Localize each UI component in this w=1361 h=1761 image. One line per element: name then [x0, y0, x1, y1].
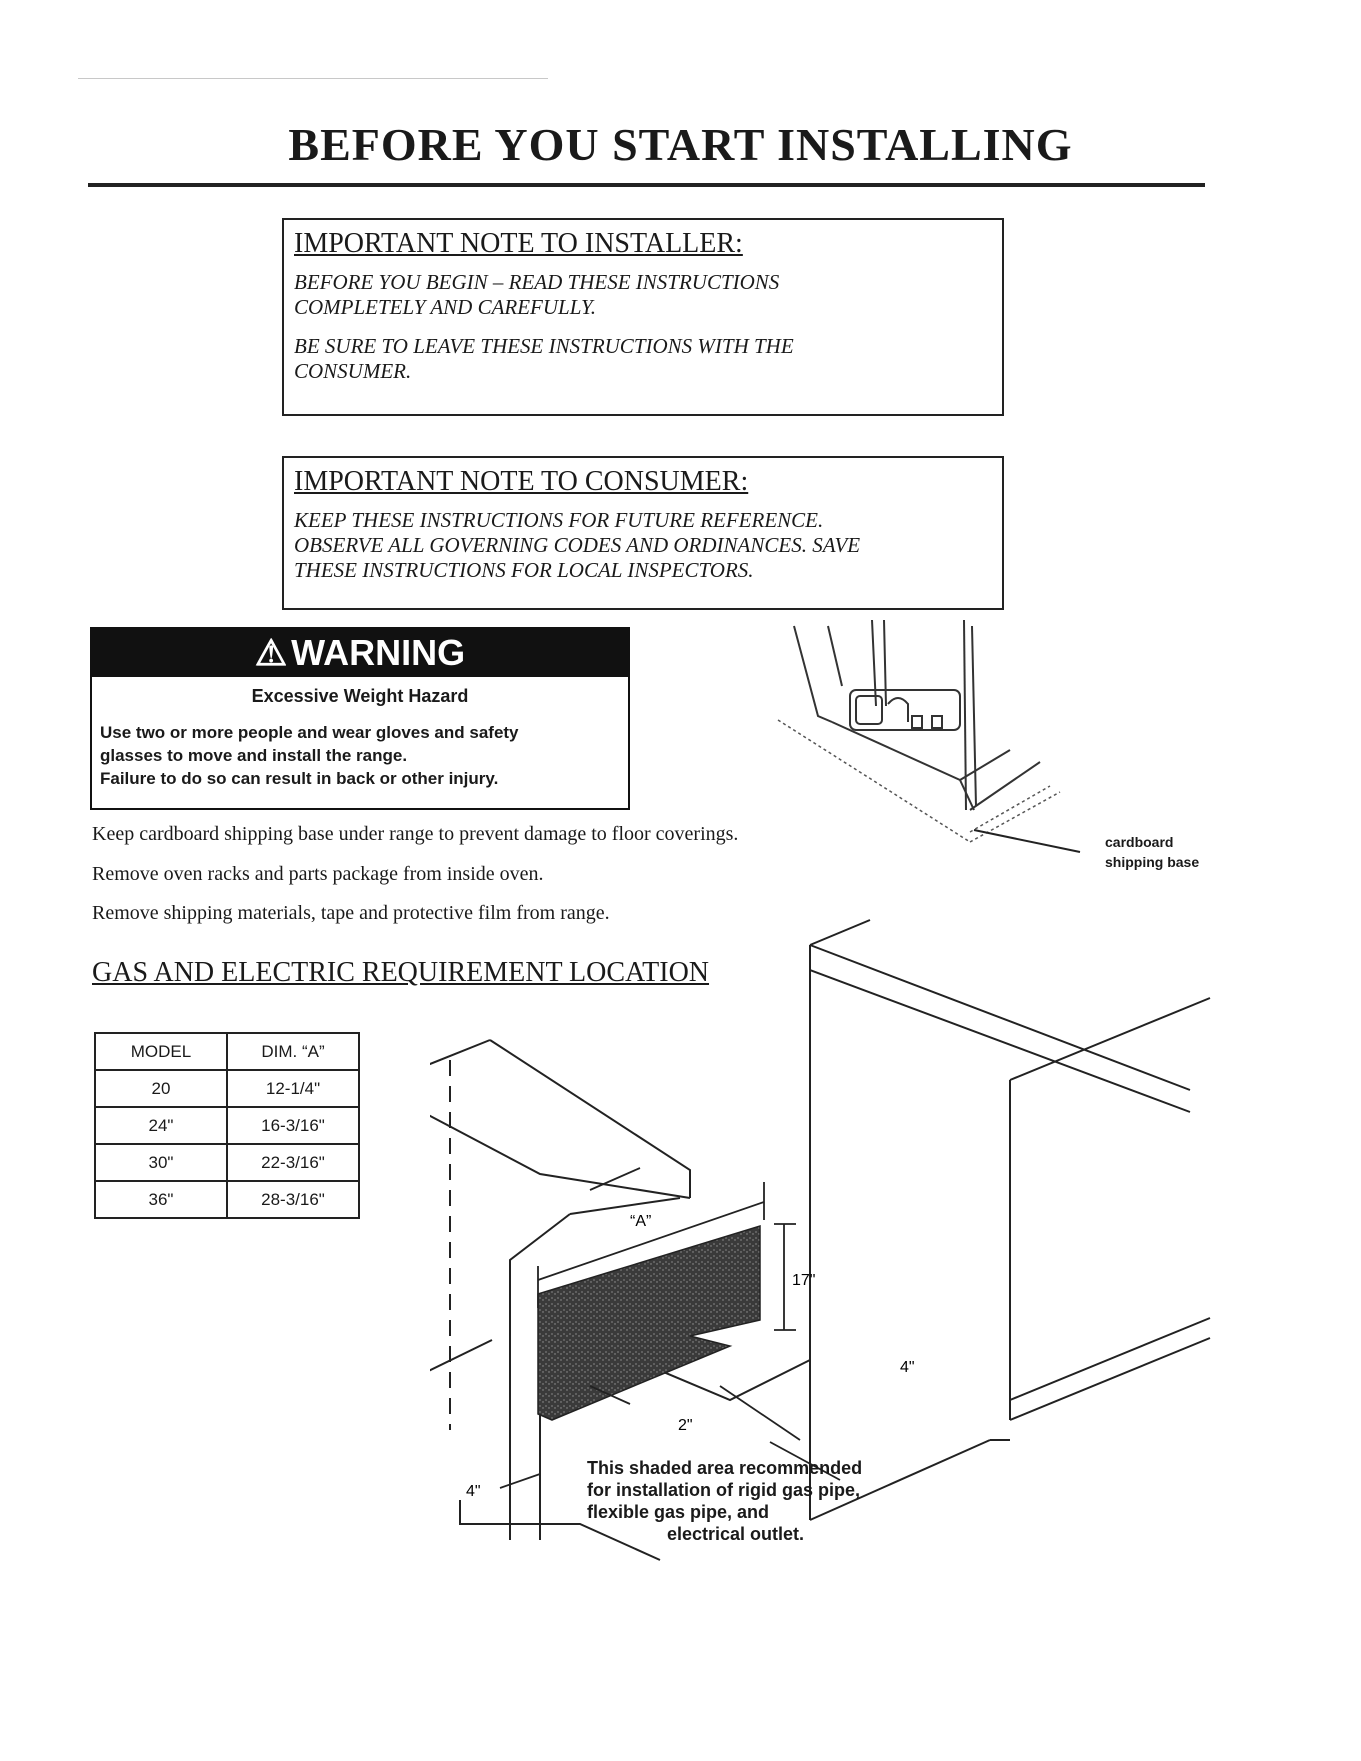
table-cell: 20	[94, 1069, 228, 1108]
installer-note-line: COMPLETELY AND CAREFULLY.	[294, 295, 596, 319]
consumer-note-line: KEEP THESE INSTRUCTIONS FOR FUTURE REFER…	[294, 508, 824, 532]
consumer-note-line: THESE INSTRUCTIONS FOR LOCAL INSPECTORS.	[294, 558, 754, 582]
table-row: 36" 28-3/16"	[94, 1180, 360, 1219]
instruction-line: Keep cardboard shipping base under range…	[92, 823, 739, 845]
installer-note-box: IMPORTANT NOTE TO INSTALLER: BEFORE YOU …	[282, 218, 1004, 416]
height-17-label: 17"	[792, 1272, 815, 1289]
warning-label: WARNING	[291, 632, 466, 673]
dimensions-table: MODEL DIM. “A” 20 12-1/4" 24" 16-3/16" 3…	[94, 1032, 360, 1219]
table-cell: 30"	[94, 1143, 228, 1182]
instruction-line: Remove shipping materials, tape and prot…	[92, 902, 610, 924]
warning-body: Use two or more people and wear gloves a…	[92, 707, 628, 790]
range-on-shipping-base-illustration	[777, 620, 1081, 853]
instruction-line: Remove oven racks and parts package from…	[92, 863, 544, 885]
consumer-note-line: OBSERVE ALL GOVERNING CODES AND ORDINANC…	[294, 533, 861, 557]
table-cell: 22-3/16"	[226, 1143, 360, 1182]
table-row: 30" 22-3/16"	[94, 1143, 360, 1182]
table-cell: 36"	[94, 1180, 228, 1219]
cardboard-leader-line	[973, 829, 1081, 853]
cardboard-shipping-base-label: cardboard shipping base	[1105, 834, 1200, 870]
table-cell: 28-3/16"	[226, 1180, 360, 1219]
bottom-offset-label: 2"	[678, 1417, 693, 1434]
warning-box: ⚠ WARNING Excessive Weight Hazard Use tw…	[90, 627, 630, 810]
table-row: 24" 16-3/16"	[94, 1106, 360, 1145]
consumer-note-box: IMPORTANT NOTE TO CONSUMER: KEEP THESE I…	[282, 456, 1004, 610]
warning-triangle-icon: ⚠	[254, 632, 288, 673]
warning-line: Use two or more people and wear gloves a…	[100, 723, 519, 742]
page-title: BEFORE YOU START INSTALLING	[288, 119, 1073, 170]
table-cell: 24"	[94, 1106, 228, 1145]
top-rule	[78, 78, 548, 79]
table-cell: 16-3/16"	[226, 1106, 360, 1145]
table-row: 20 12-1/4"	[94, 1069, 360, 1108]
requirements-heading: GAS AND ELECTRIC REQUIREMENT LOCATION	[92, 957, 710, 988]
table-header: DIM. “A”	[226, 1032, 360, 1071]
title-rule	[88, 183, 1205, 187]
installer-note-heading: IMPORTANT NOTE TO INSTALLER:	[294, 228, 743, 259]
table-cell: 12-1/4"	[226, 1069, 360, 1108]
consumer-note-heading: IMPORTANT NOTE TO CONSUMER:	[294, 466, 749, 497]
warning-line: glasses to move and install the range.	[100, 746, 408, 765]
dim-a-label: “A”	[630, 1213, 651, 1230]
warning-subtitle: Excessive Weight Hazard	[251, 686, 469, 706]
left-offset-label: 4"	[466, 1483, 481, 1500]
installer-note-line: BE SURE TO LEAVE THESE INSTRUCTIONS WITH…	[294, 334, 794, 358]
installer-note-line: BEFORE YOU BEGIN – READ THESE INSTRUCTIO…	[294, 270, 780, 294]
shaded-install-area	[537, 1224, 761, 1421]
right-offset-label: 4"	[900, 1359, 915, 1376]
installer-note-line: CONSUMER.	[294, 359, 412, 383]
requirement-location-diagram: “A” 17" 4" 2" 4"	[430, 919, 1211, 1561]
warning-line: Failure to do so can result in back or o…	[100, 769, 499, 788]
warning-banner: ⚠ WARNING	[92, 629, 628, 677]
table-header: MODEL	[94, 1032, 228, 1071]
table-header-row: MODEL DIM. “A”	[94, 1032, 360, 1071]
shaded-area-note: This shaded area recommended for install…	[587, 1458, 863, 1544]
